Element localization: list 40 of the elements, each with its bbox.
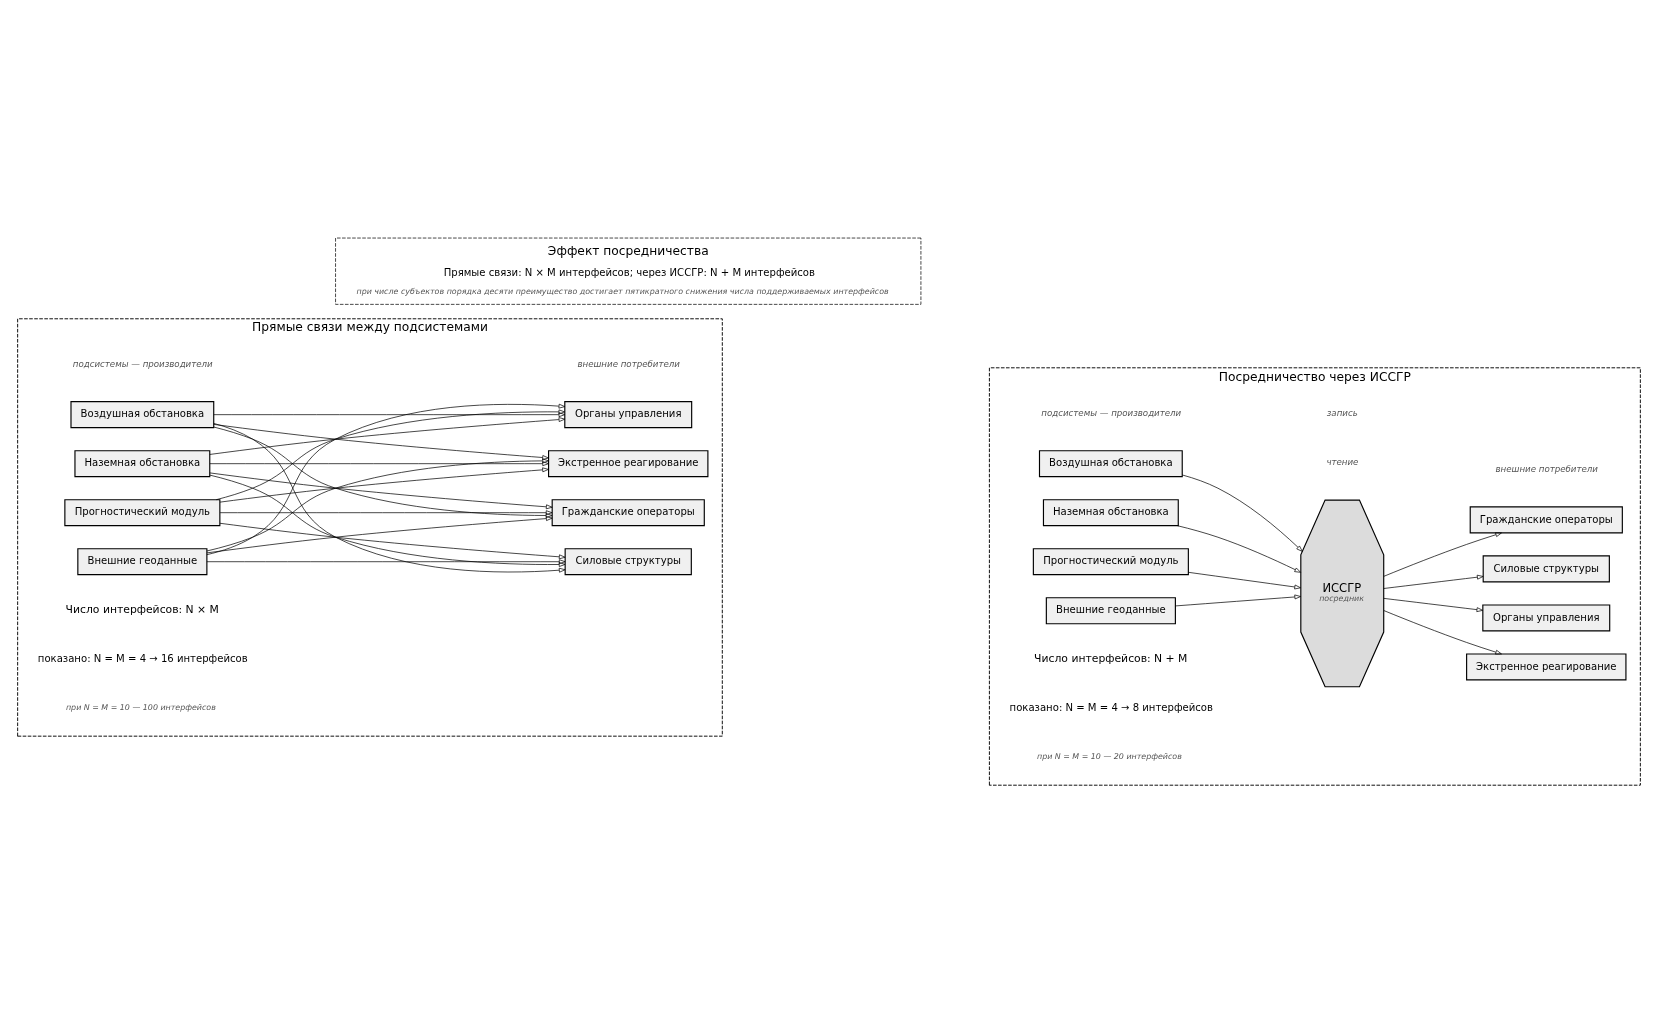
arrow <box>212 423 565 573</box>
arrow <box>212 412 565 418</box>
arrow <box>1181 474 1303 552</box>
arrow <box>1383 610 1502 655</box>
node-box: Прогностический модуль <box>1032 548 1189 576</box>
arrow <box>208 417 565 455</box>
arrow <box>206 403 565 556</box>
node-box: Внешние геоданные <box>76 548 207 576</box>
node-box: Экстренное реагирование <box>1465 653 1626 681</box>
arrow <box>1174 594 1301 607</box>
node-box: Воздушная обстановка <box>1038 450 1183 478</box>
arrow <box>209 474 565 567</box>
label: запись <box>1326 408 1358 419</box>
node-box: Наземная обстановка <box>1042 499 1179 527</box>
arrow <box>209 461 549 467</box>
arrow <box>215 409 565 501</box>
arrow <box>219 467 549 503</box>
arrow <box>1382 574 1483 589</box>
arrow <box>213 424 549 460</box>
arrow <box>1383 532 1502 577</box>
node-box: Наземная обстановка <box>73 450 210 478</box>
arrow <box>1176 525 1301 573</box>
node-box: Силовые структуры <box>1482 555 1610 583</box>
label: чтение <box>1325 457 1358 468</box>
arrow <box>206 559 565 565</box>
arrow <box>1382 598 1483 612</box>
node-box: Органы управления <box>563 401 692 429</box>
node-box: Прогностический модуль <box>63 499 220 527</box>
node-box: Органы управления <box>1481 604 1610 632</box>
node-box: Гражданские операторы <box>1469 506 1623 534</box>
arrow <box>219 522 565 560</box>
node-box: Гражданские операторы <box>551 499 705 527</box>
node-box: Силовые структуры <box>564 548 692 576</box>
arrow <box>1187 571 1301 590</box>
arrow <box>206 516 552 554</box>
node-box: Воздушная обстановка <box>69 401 214 429</box>
arrow <box>208 472 552 510</box>
arrow <box>206 458 549 552</box>
node-box: Экстренное реагирование <box>547 450 708 478</box>
node-box: Внешние геоданные <box>1045 597 1176 625</box>
